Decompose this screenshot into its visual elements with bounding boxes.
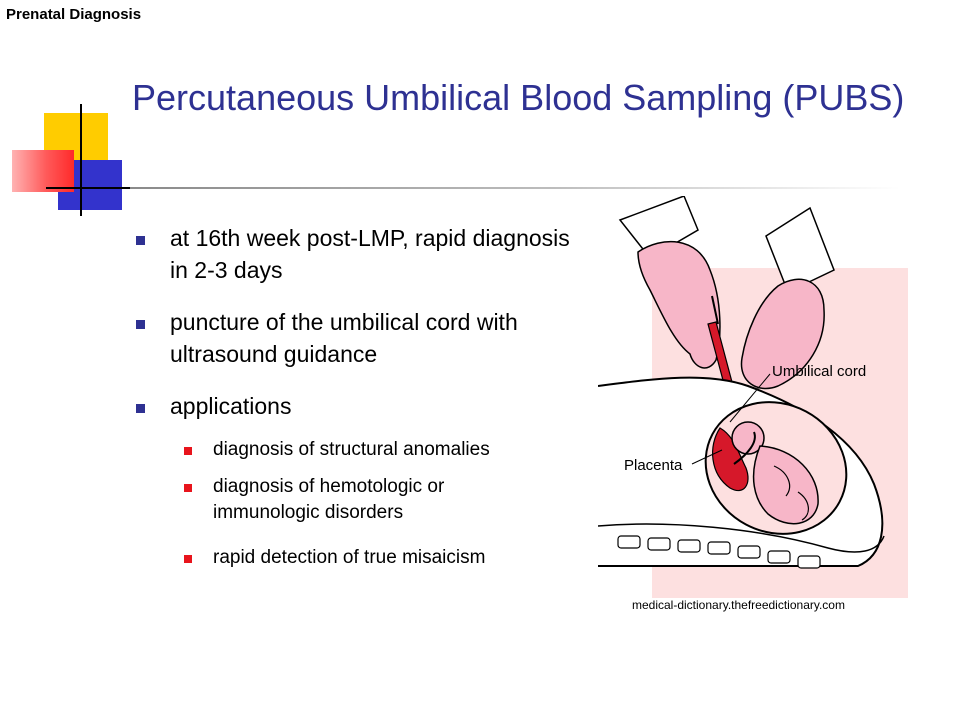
slide-title: Percutaneous Umbilical Blood Sampling (P…	[132, 77, 905, 118]
bullet-item: at 16th week post-LMP, rapid diagnosis i…	[170, 225, 570, 283]
title-underline	[130, 187, 900, 189]
image-source-caption: medical-dictionary.thefreedictionary.com	[632, 598, 845, 612]
sub-bullet-marker	[184, 447, 192, 455]
header-label: Prenatal Diagnosis	[6, 6, 142, 23]
sub-bullet-item: diagnosis of hemotologic or immunologic …	[213, 476, 445, 523]
bullet-item: applications	[170, 393, 292, 419]
right-sleeve	[765, 206, 835, 294]
left-glove	[637, 241, 721, 369]
decor-vertical-line	[80, 104, 82, 216]
sub-bullet-marker	[184, 484, 192, 492]
placenta-label: Placenta	[624, 457, 683, 474]
bullet-item: puncture of the umbilical cord with ultr…	[170, 309, 518, 367]
sub-bullet-item: diagnosis of structural anomalies	[213, 439, 490, 460]
pubs-illustration: Umbilical cord Placenta	[598, 196, 908, 598]
bullet-marker	[136, 236, 145, 245]
syringe-plunger	[711, 295, 719, 325]
bullet-marker	[136, 404, 145, 413]
placenta-leader-line	[691, 449, 723, 465]
fetus	[731, 421, 819, 525]
left-sleeve	[618, 196, 699, 259]
decor-horizontal-line	[46, 187, 136, 189]
body-contour	[598, 523, 885, 553]
right-glove	[740, 278, 825, 390]
spine	[617, 535, 821, 569]
bullet-marker	[136, 320, 145, 329]
sub-bullet-marker	[184, 555, 192, 563]
decor-red-square	[12, 150, 74, 192]
cord-leader-line	[729, 373, 771, 423]
umbilical-cord-label: Umbilical cord	[772, 363, 866, 380]
sub-bullet-item: rapid detection of true misaicism	[213, 547, 486, 568]
umbilical-cord	[733, 431, 756, 465]
